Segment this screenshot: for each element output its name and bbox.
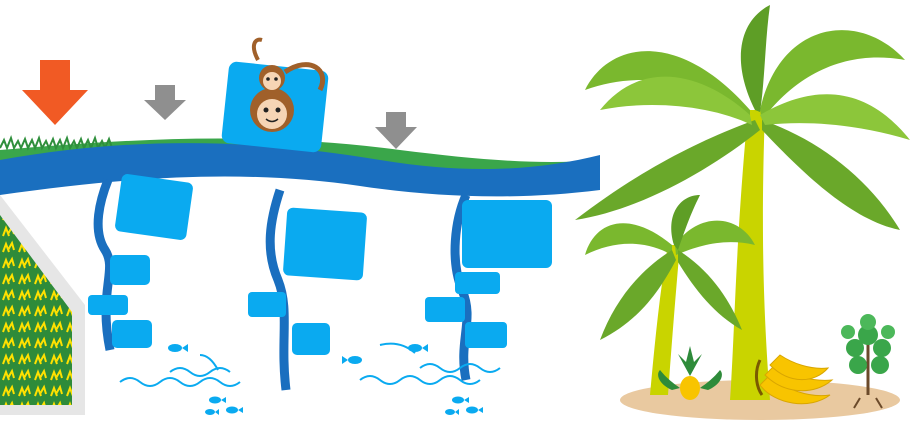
monkey-card-icon bbox=[221, 40, 329, 153]
down-arrow-gray-icon bbox=[375, 112, 417, 149]
pillar-group-1 bbox=[88, 173, 194, 350]
pillar-group-3 bbox=[425, 195, 552, 380]
down-arrow-gray-icon bbox=[144, 85, 186, 120]
field-crop-icon bbox=[0, 195, 85, 415]
down-arrow-orange-icon bbox=[22, 60, 88, 125]
river-band bbox=[0, 143, 600, 196]
palm-tree-icon bbox=[585, 195, 755, 395]
